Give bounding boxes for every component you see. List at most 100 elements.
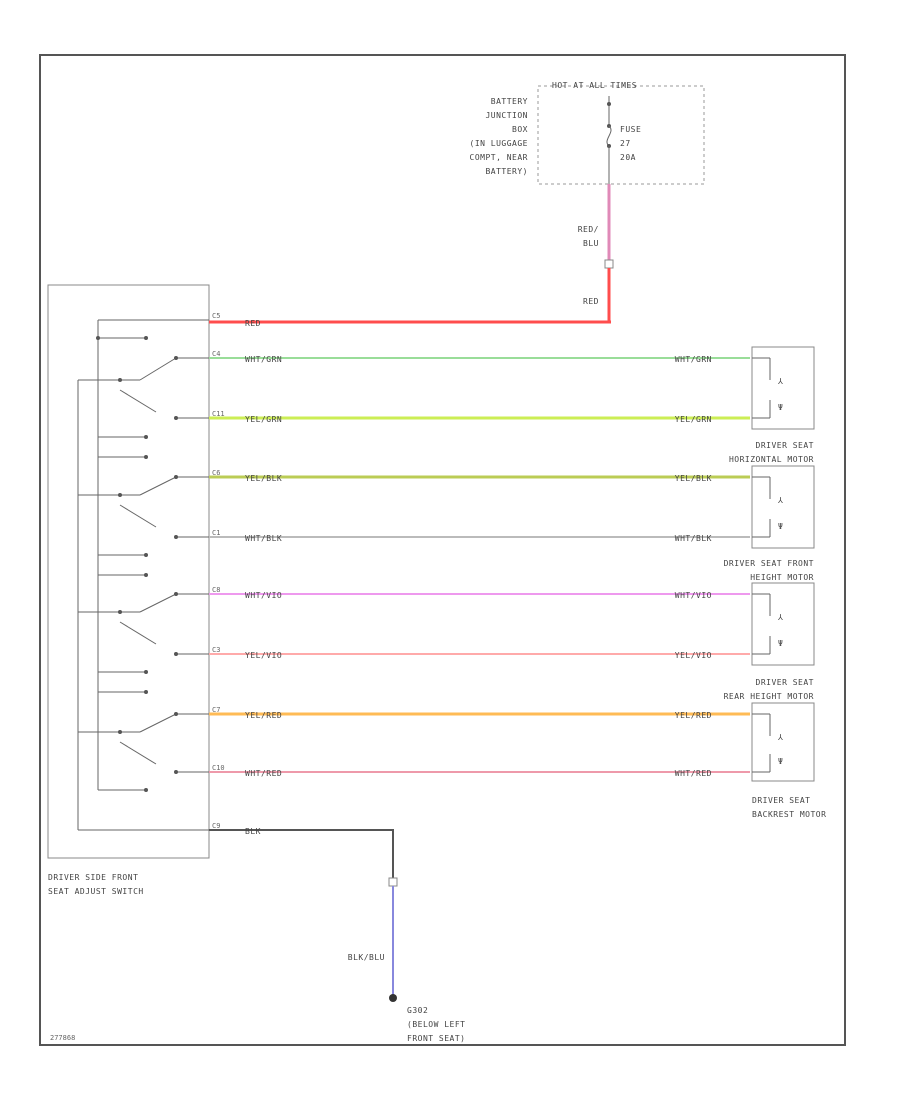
switch-label-line-2: SEAT ADJUST SWITCH (48, 887, 144, 896)
wire-blk-blu-label: BLK/BLU (348, 953, 385, 962)
bjb-line-3: BOX (512, 125, 528, 134)
s3-blade-up (139, 593, 177, 613)
wire-yel-vio-label-right: YEL/VIO (675, 651, 712, 660)
figure-id: 277868 (50, 1034, 75, 1042)
motor-backrest: ⅄ Ψ (751, 702, 815, 782)
s4-contact-2 (118, 730, 122, 734)
motor-rear-height: ⅄ Ψ (751, 582, 815, 666)
s1-contact-2 (174, 356, 178, 360)
wire-yel-blk-label-right: YEL/BLK (675, 474, 712, 483)
s4-contact-1 (174, 712, 178, 716)
ground-line-1: G302 (407, 1006, 428, 1015)
wire-red-label: RED (245, 319, 261, 328)
motor2-symbol-icon: Ψ (778, 522, 783, 531)
wire-yel-vio-label-left: YEL/VIO (245, 651, 282, 660)
switch-section-rear-height (78, 592, 209, 656)
ground-line-3: FRONT SEAT) (407, 1034, 465, 1043)
pin-c1: C1 (212, 529, 220, 537)
fuse-element (606, 125, 612, 147)
pin-c9: C9 (212, 822, 220, 830)
fuse-line-1: FUSE (620, 125, 641, 134)
switch-section-horizontal (78, 336, 209, 420)
wire-yel-red-label-right: YEL/RED (675, 711, 712, 720)
battery-junction-box-label: BATTERY JUNCTION BOX (IN LUGGAGE COMPT, … (470, 97, 528, 176)
ground-line-2: (BELOW LEFT (407, 1020, 465, 1029)
s2-blade-up (139, 476, 177, 496)
s1-blade-up (139, 357, 177, 381)
wire-red-vertical-label: RED (583, 297, 599, 306)
wire-blk (209, 829, 394, 878)
fuse-line-2: 27 (620, 139, 631, 148)
motor4-symbol-icon: Ψ (778, 757, 783, 766)
motor2-label-line-1: DRIVER SEAT FRONT (724, 559, 814, 568)
s3-blade-down (119, 621, 157, 645)
switch-spare-contacts-1 (98, 435, 148, 459)
spare3-dot-a (144, 670, 148, 674)
switch-label-line-1: DRIVER SIDE FRONT (48, 873, 138, 882)
fuse-terminal-top-dot (607, 102, 611, 106)
spare1-dot-b (144, 455, 148, 459)
s2-blade-down (119, 504, 157, 528)
motor4-label-line-1: DRIVER SEAT (752, 796, 810, 805)
motor4-label-line-2: BACKREST MOTOR (752, 810, 826, 819)
spare2-dot-b (144, 573, 148, 577)
s1-contact-3 (118, 378, 122, 382)
diagram-frame (39, 54, 846, 1046)
pin-c8: C8 (212, 586, 220, 594)
spare1-dot-a (144, 435, 148, 439)
inline-connector-bottom (388, 877, 398, 887)
s3-contact-2 (118, 610, 122, 614)
wire-wht-grn-label-right: WHT/GRN (675, 355, 712, 364)
wire-red-blu-label-1: RED/ (578, 225, 599, 234)
motor1-symbol-icon: Ψ (778, 403, 783, 412)
pin-c7: C7 (212, 706, 220, 714)
hot-at-all-times-label: HOT AT ALL TIMES (552, 81, 637, 90)
motor4-box (751, 702, 815, 782)
motor3-arrow-icon: ⅄ (777, 613, 783, 622)
spare2-dot-a (144, 553, 148, 557)
wire-wht-blk-label-left: WHT/BLK (245, 534, 282, 543)
bjb-line-1: BATTERY (491, 97, 528, 106)
motor-front-height: ⅄ Ψ (751, 465, 815, 549)
ground-label: G302 (BELOW LEFT FRONT SEAT) (407, 1006, 465, 1043)
motor-horizontal: ⅄ Ψ (751, 346, 815, 430)
ground-point (389, 994, 397, 1002)
switch-spare-contacts-3 (98, 670, 148, 694)
s3-contact-3 (174, 652, 178, 656)
wire-wht-vio-label-left: WHT/VIO (245, 591, 282, 600)
motor3-label-line-2: REAR HEIGHT MOTOR (724, 692, 814, 701)
pin-c10: C10 (212, 764, 225, 772)
pin-c5: C5 (212, 312, 220, 320)
s1-blade-down (119, 389, 157, 413)
s4-blade-up (139, 713, 177, 733)
s1-contact-5 (96, 336, 100, 340)
motor1-box (751, 346, 815, 430)
wire-yel-grn-label-left: YEL/GRN (245, 415, 282, 424)
motor2-box (751, 465, 815, 549)
wire-blk-label: BLK (245, 827, 261, 836)
motor1-label-line-1: DRIVER SEAT (756, 441, 814, 450)
wire-yel-blk-label-left: YEL/BLK (245, 474, 282, 483)
s2-contact-3 (174, 535, 178, 539)
wire-yel-grn-label-right: YEL/GRN (675, 415, 712, 424)
pin-c6: C6 (212, 469, 220, 477)
pin-c4: C4 (212, 350, 220, 358)
s4-blade-down (119, 741, 157, 765)
wire-wht-blk-label-right: WHT/BLK (675, 534, 712, 543)
inline-connector-top (604, 259, 614, 269)
motor3-label-line-1: DRIVER SEAT (756, 678, 814, 687)
motor1-arrow-icon: ⅄ (777, 377, 783, 386)
s4-contact-3 (174, 770, 178, 774)
fuse-label: FUSE 27 20A (620, 125, 641, 162)
s1-contact-1 (144, 336, 148, 340)
wire-wht-grn-label-left: WHT/GRN (245, 355, 282, 364)
s4-contact-4 (144, 788, 148, 792)
s1-contact-4 (174, 416, 178, 420)
wire-yel-red-label-left: YEL/RED (245, 711, 282, 720)
seat-adjust-switch-outline (47, 284, 210, 859)
switch-section-backrest (78, 712, 209, 792)
motor1-label-line-2: HORIZONTAL MOTOR (729, 455, 814, 464)
spare3-dot-b (144, 690, 148, 694)
switch-pin-labels: C5 C4 C11 C6 C1 C8 C3 C7 C10 C9 (212, 312, 225, 830)
fuse-line-3: 20A (620, 153, 636, 162)
